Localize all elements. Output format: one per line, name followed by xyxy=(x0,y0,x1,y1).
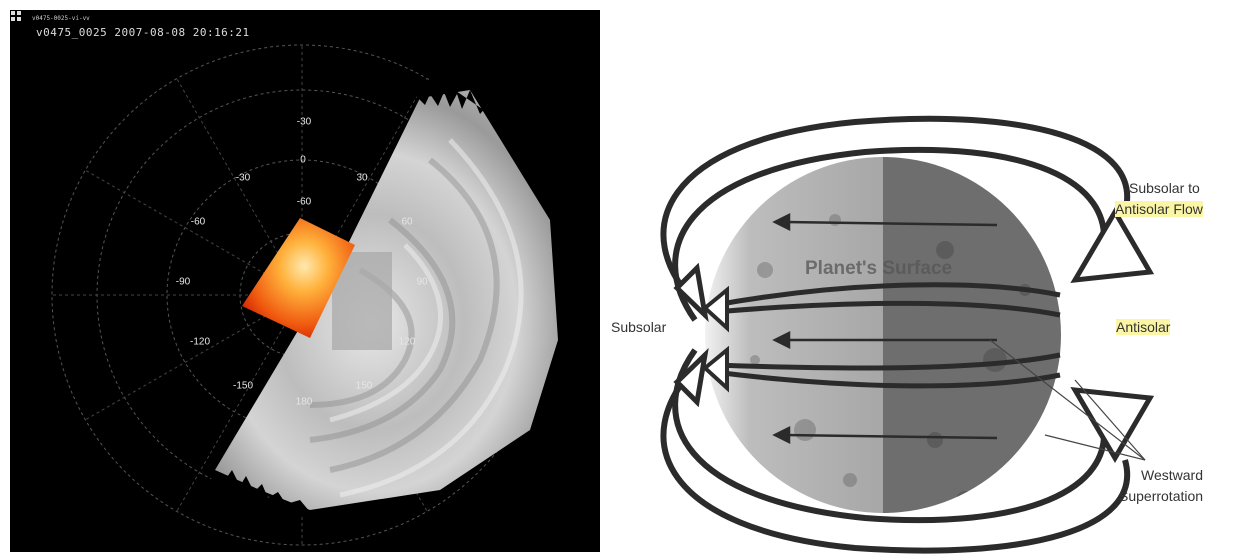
grid-label-lon-neg30: -30 xyxy=(236,173,250,184)
grid-icon[interactable] xyxy=(10,10,22,22)
image-header-text: v0475_0025 2007-08-08 20:16:21 xyxy=(36,26,250,39)
flow-label-line1: Subsolar to xyxy=(1129,180,1200,196)
westward-label: Westward xyxy=(1141,467,1203,483)
grid-label-lat-neg30-top: -30 xyxy=(297,117,311,128)
grid-label-lon-neg120: -120 xyxy=(190,337,210,348)
grid-label-lon-neg150: -150 xyxy=(233,381,253,392)
superrotation-label: Superrotation xyxy=(1119,488,1203,504)
subsolar-label: Subsolar xyxy=(611,319,666,335)
venus-polar-image-panel: v0475-0025-vi-vv v0475_0025 2007-08-08 2… xyxy=(10,10,600,552)
grid-label-lon-90: 90 xyxy=(416,277,427,288)
grid-label-lon-neg60: -60 xyxy=(191,217,205,228)
planet-surface-label: Planet's Surface xyxy=(805,258,952,280)
flow-label-line2: Antisolar Flow xyxy=(1115,201,1203,217)
planet-sphere xyxy=(705,157,1061,513)
grid-label-lon-120: 120 xyxy=(399,337,416,348)
circulation-diagram-panel: Planet's Surface Subsolar Antisolar Subs… xyxy=(605,100,1239,554)
grid-label-lon-180: 180 xyxy=(296,397,313,408)
small-header-text: v0475-0025-vi-vv xyxy=(32,15,90,22)
grid-label-lon-150: 150 xyxy=(356,381,373,392)
grid-label-lon-neg90: -90 xyxy=(176,277,190,288)
grid-label-lon-60: 60 xyxy=(401,217,412,228)
antisolar-label: Antisolar xyxy=(1116,319,1170,335)
grid-label-lat-0: 0 xyxy=(300,155,306,166)
grid-label-lat-neg60: -60 xyxy=(297,197,311,208)
grid-label-lon-30: 30 xyxy=(356,173,367,184)
polar-projection-graphic xyxy=(10,10,600,552)
